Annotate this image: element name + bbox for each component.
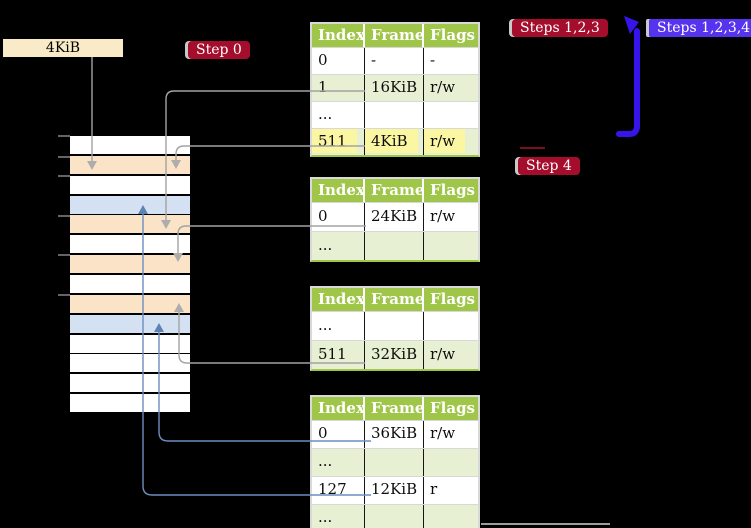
table-cell xyxy=(424,102,478,128)
table-cell: r/w xyxy=(424,129,478,155)
column-header: Index xyxy=(312,179,365,202)
table-cell xyxy=(424,312,478,340)
table-cell xyxy=(365,449,424,476)
column-header: Flags xyxy=(430,290,475,308)
table-cell: - xyxy=(430,51,436,69)
column-header: Index xyxy=(312,24,365,47)
memory-frame-row xyxy=(70,156,190,174)
column-header: Frame xyxy=(365,397,424,420)
column-header: Flags xyxy=(430,26,475,44)
highlighted-value: r/w xyxy=(424,129,466,153)
table-cell: ... xyxy=(312,505,365,528)
memory-frame-row xyxy=(70,275,190,293)
page-table-row: ... xyxy=(312,504,478,528)
table-cell: r xyxy=(430,480,438,498)
memory-frame-row xyxy=(70,335,190,353)
steps123-badge: Steps 1,2,3 xyxy=(512,19,608,37)
memory-frame-row xyxy=(70,255,190,273)
table-cell xyxy=(424,505,478,528)
table-cell: ... xyxy=(312,312,365,340)
steps1234-badge: Steps 1,2,3,4 xyxy=(649,19,751,37)
frame-address-box: 4KiB xyxy=(3,39,123,57)
table-cell: 1 xyxy=(312,75,365,101)
table-cell: 0 xyxy=(312,203,365,231)
step4-badge: Step 4 xyxy=(518,157,580,175)
table-cell: 16KiB xyxy=(365,75,424,101)
page-table-row: ... xyxy=(312,231,478,260)
memory-frame-row xyxy=(70,235,190,253)
memory-frame-row xyxy=(70,374,190,392)
memory-frame-row xyxy=(70,196,190,214)
table-cell xyxy=(424,449,478,476)
column-header: Frame xyxy=(365,288,424,311)
table-cell: - xyxy=(365,48,424,74)
table-cell xyxy=(365,232,424,260)
step0-badge: Step 0 xyxy=(188,41,250,59)
table-cell: 0 xyxy=(312,421,365,448)
memory-frame-row xyxy=(70,394,190,412)
table-cell xyxy=(365,505,424,528)
highlighted-value: 4KiB xyxy=(365,129,418,153)
table-cell: 511 xyxy=(312,129,365,155)
table-cell: 36KiB xyxy=(365,421,424,448)
table-cell: r/w xyxy=(430,78,456,96)
table-cell: 24KiB xyxy=(365,203,424,231)
memory-frame-row xyxy=(70,354,190,372)
page-table-row: ... xyxy=(312,448,478,476)
table-cell: 32KiB xyxy=(365,341,424,369)
memory-frame-row xyxy=(70,215,190,233)
column-header: Index xyxy=(312,397,365,420)
table-cell: ... xyxy=(312,232,365,260)
memory-frame-row xyxy=(70,295,190,313)
table-cell xyxy=(424,232,478,260)
memory-address-ticks xyxy=(58,135,70,296)
table-cell: 511 xyxy=(312,341,365,369)
table-cell: ... xyxy=(312,449,365,476)
table-cell xyxy=(365,312,424,340)
table-cell: 12KiB xyxy=(365,477,424,504)
table-cell: r/w xyxy=(430,207,456,225)
table-cell xyxy=(365,102,424,128)
memory-frame-row xyxy=(70,176,190,194)
table-cell: r/w xyxy=(430,345,456,363)
page-table-row: 0-- xyxy=(312,47,478,74)
recursive-loop-arrow xyxy=(616,16,640,137)
page-table-row: ... xyxy=(312,101,478,128)
table-cell: 127 xyxy=(312,477,365,504)
column-header: Flags xyxy=(430,181,475,199)
table-cell: 0 xyxy=(312,48,365,74)
column-header: Frame xyxy=(365,179,424,202)
page-table-row: ... xyxy=(312,311,478,340)
table-cell: r/w xyxy=(430,424,456,442)
column-header: Frame xyxy=(365,24,424,47)
table-cell: ... xyxy=(312,102,365,128)
memory-frame-row xyxy=(70,315,190,333)
memory-frame-row xyxy=(70,136,190,154)
column-header: Flags xyxy=(430,399,475,417)
column-header: Index xyxy=(312,288,365,311)
highlighted-value: 511 xyxy=(312,129,357,153)
table-cell: 4KiB xyxy=(365,129,424,155)
